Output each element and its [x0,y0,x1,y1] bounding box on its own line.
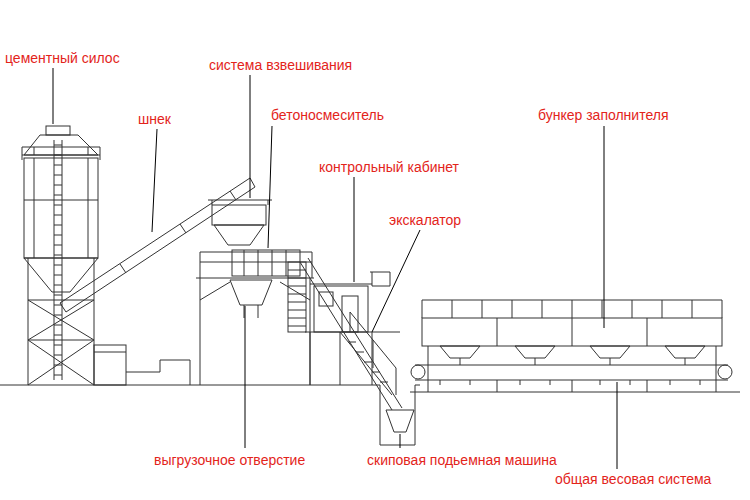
aggregate-bunker-part [410,392,740,393]
part-label: система взвешивания [208,57,353,73]
part-label: цементный силос [4,50,121,66]
leader-line [245,306,246,448]
aggregate-bunker-part [718,365,732,379]
skip-hoist [300,258,415,445]
mixer-tower-part [244,250,286,276]
cement-silo-part [22,258,100,385]
aggregate-bunker-part [422,300,722,318]
water-tank [94,345,190,385]
mixer-tower [196,200,314,385]
leader-line [617,382,618,469]
skip-hoist-part [300,258,402,410]
screw-conveyor [60,178,255,312]
part-label: скиповая подьемная машина [366,452,558,468]
aggregate-bunker-part [460,358,685,365]
leader-lines [53,68,617,469]
mixer-tower-part [232,250,300,276]
mixer-tower-part [212,205,266,225]
cement-silo [22,126,100,385]
control-cabinet [305,272,400,385]
aggregate-bunker-part [422,318,722,346]
ground-line [0,385,420,386]
staircase-part [340,312,396,395]
water-tank-part [94,345,126,385]
mixer-tower-part [288,270,306,326]
aggregate-bunker-part [411,365,425,379]
control-cabinet-part [319,292,333,306]
mixer-tower-part [196,252,314,278]
leader-line [250,75,251,198]
mixer-tower-part [208,200,272,205]
part-label: бетоносмеситель [270,107,385,123]
leader-line [268,126,272,248]
cement-silo-part [24,158,98,258]
plant-drawing [0,126,740,445]
control-cabinet-part [305,332,400,385]
leader-line [372,230,420,332]
aggregate-bunker-part [440,380,700,385]
cement-silo-part [46,126,70,135]
part-label: контрольный кабинет [318,159,460,175]
leader-line [152,129,157,232]
part-label: общая весовая система [554,471,712,487]
cement-silo-part [24,158,98,258]
aggregate-bunker-part [428,346,716,392]
water-tank-part [94,352,190,385]
screw-conveyor-part [60,178,255,312]
control-cabinet-part [314,286,368,332]
aggregate-bunker-part [497,318,647,346]
mixer-tower-part [214,225,264,245]
staircase [340,312,396,395]
aggregate-bunker [410,300,740,392]
part-label: выгрузочное отверстие [153,452,306,468]
cement-silo-part [54,140,62,380]
aggregate-bunker-part [415,365,728,380]
leader-line [400,434,401,448]
part-label: бункер заполнителя [537,107,670,123]
staircase-part [348,342,388,382]
control-cabinet-part [310,272,390,286]
mixer-tower-part [288,262,306,332]
leader-line [604,126,605,328]
aggregate-bunker-part [440,346,705,358]
skip-hoist-part [380,385,415,445]
leader-line [53,68,54,124]
part-label: экскалатор [388,212,462,228]
skip-hoist-part [386,410,414,432]
part-label: шнек [137,111,172,127]
mixer-tower-part [230,280,272,318]
leader-line [354,177,355,282]
